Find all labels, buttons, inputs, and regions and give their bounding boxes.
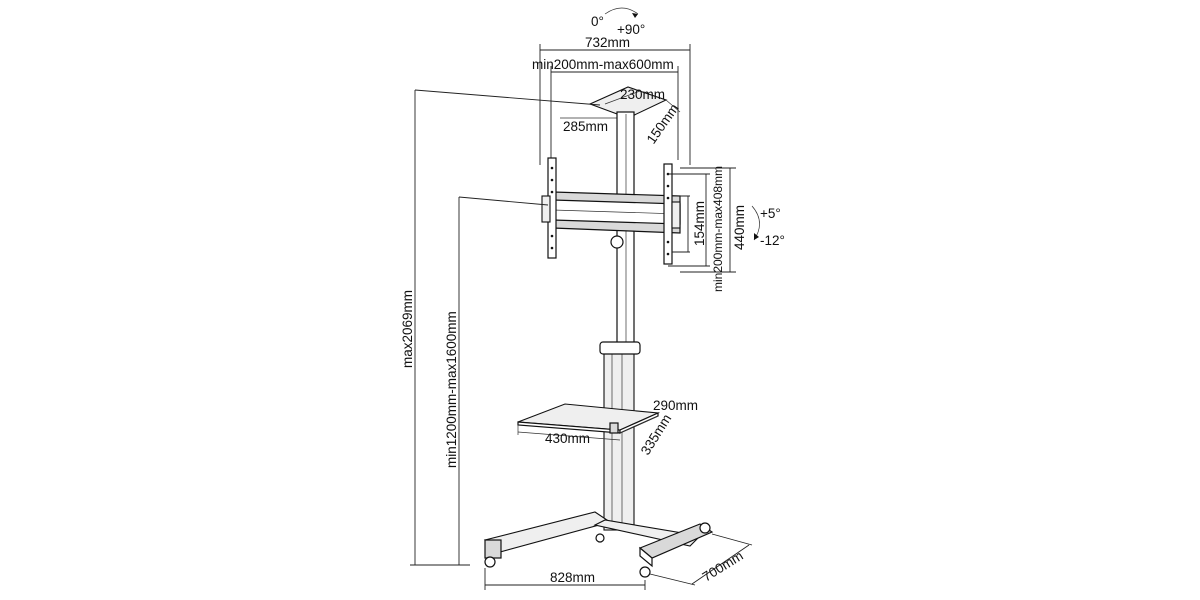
base-width-label: 828mm xyxy=(550,570,595,585)
caster-back-left xyxy=(595,533,605,543)
bracket-dimensions: 154mm min200mm-max408mm 440mm xyxy=(668,166,747,292)
base-depth-label: 700mm xyxy=(700,548,746,585)
bracket-inner-label: 154mm xyxy=(692,201,707,246)
bracket-height-label: 440mm xyxy=(732,205,747,250)
mount-width-label: 732mm xyxy=(585,35,630,50)
caster-front-right xyxy=(639,566,651,578)
center-height-label: min1200mm-max1600mm xyxy=(444,311,459,468)
top-plate-width-label: 230mm xyxy=(620,87,665,102)
max-height-dimension: max2069mm xyxy=(400,89,601,566)
base-width-dimension: 828mm xyxy=(484,568,646,590)
vesa-horizontal-dimension: min200mm-max600mm xyxy=(532,57,679,160)
tilt-indicator: +5° -12° xyxy=(751,205,785,248)
column xyxy=(599,111,641,531)
tilt-up-label: +5° xyxy=(760,206,781,221)
casters xyxy=(484,522,711,578)
mount-bracket xyxy=(552,191,681,234)
caster-back-right xyxy=(699,522,711,534)
rotation-start-label: 0° xyxy=(591,14,604,29)
rotation-indicator: 0° +90° xyxy=(591,7,645,37)
shelf-front-label: 430mm xyxy=(545,431,590,446)
top-plate-depth-label: 285mm xyxy=(563,119,608,134)
shelf-width-label: 290mm xyxy=(653,398,698,413)
base xyxy=(483,511,714,568)
rotation-end-label: +90° xyxy=(617,22,645,37)
tilt-down-label: -12° xyxy=(760,233,785,248)
vesa-vertical-label: min200mm-max408mm xyxy=(711,166,725,292)
vesa-arm-left xyxy=(541,157,557,259)
tilt-arrow-icon xyxy=(754,233,759,240)
rotation-arrow-icon xyxy=(632,13,638,18)
max-height-label: max2069mm xyxy=(400,290,415,368)
vesa-horizontal-label: min200mm-max600mm xyxy=(532,57,674,72)
mount-width-dimension: 732mm xyxy=(539,35,691,165)
caster-front-left xyxy=(484,556,496,568)
vesa-arm-right xyxy=(663,163,681,265)
center-height-dimension: min1200mm-max1600mm xyxy=(444,196,549,565)
